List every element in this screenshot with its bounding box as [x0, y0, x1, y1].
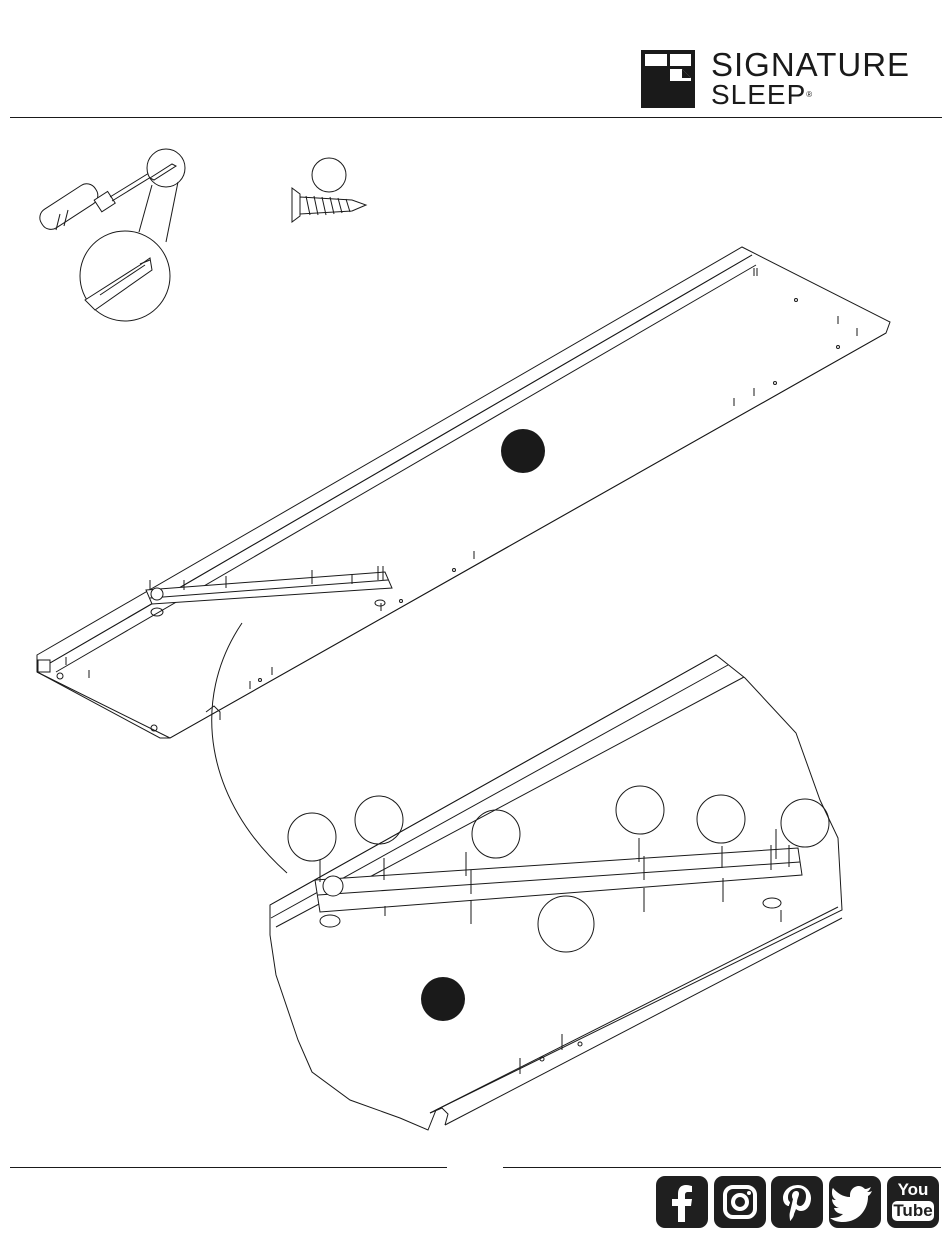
pinterest-link[interactable] — [771, 1176, 823, 1228]
long-panel — [37, 247, 890, 738]
youtube-icon: You Tube — [887, 1180, 939, 1221]
footer-divider-right — [503, 1167, 941, 1168]
instagram-link[interactable] — [714, 1176, 766, 1228]
youtube-link[interactable]: You Tube — [887, 1176, 939, 1228]
signature-sleep-logo-mark — [641, 50, 695, 108]
brand-line-2: SLEEP — [711, 79, 806, 110]
wood-screw-icon — [292, 158, 366, 222]
pinterest-icon — [771, 1176, 823, 1228]
brand-logo: SIGNATURE SLEEP® — [641, 50, 941, 110]
twitter-link[interactable] — [829, 1176, 881, 1228]
youtube-text-bottom: Tube — [892, 1201, 934, 1221]
facebook-icon — [656, 1176, 708, 1228]
header-divider — [10, 117, 942, 118]
brand-line-1: SIGNATURE — [711, 46, 910, 83]
detail-view — [270, 655, 842, 1130]
twitter-icon — [829, 1176, 881, 1228]
phillips-screwdriver-icon — [36, 149, 185, 321]
registered-mark: ® — [806, 90, 813, 99]
youtube-text-top: You — [887, 1180, 939, 1200]
footer-divider-left — [10, 1167, 447, 1168]
instagram-icon — [714, 1176, 766, 1228]
assembly-illustration — [0, 130, 950, 1140]
facebook-link[interactable] — [656, 1176, 708, 1228]
brand-wordmark: SIGNATURE SLEEP® — [711, 50, 910, 110]
